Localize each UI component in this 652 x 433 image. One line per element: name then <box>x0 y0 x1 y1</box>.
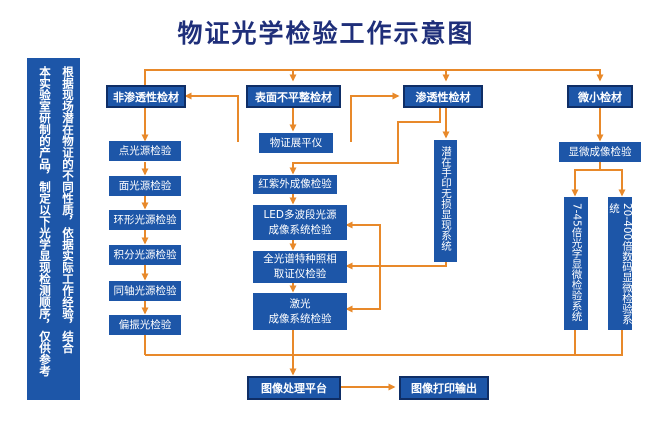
header-micro: 微小检材 <box>567 85 633 108</box>
box-uv-ir: 红紫外成像检验 <box>253 175 337 194</box>
box-laser: 激光 成像系统检验 <box>253 293 347 330</box>
box-led-multiband: LED多波段光源 成像系统检验 <box>253 205 347 240</box>
header-permeable: 渗透性检材 <box>403 85 483 108</box>
box-latent-print-system: 潜在手印无损显现系统 <box>434 140 457 262</box>
box-stereo-micro: 7-45倍光学显微检验系统 <box>564 197 588 330</box>
latent-print-label: 潜在手印无损显现系统 <box>440 146 452 251</box>
box-ring-light: 环形光源检验 <box>109 210 181 230</box>
box-point-light: 点光源检验 <box>109 141 181 161</box>
sidebar-note-line-2: 本实验室研制的产品，制定以下光学显现检测顺序，仅供参考 <box>38 66 52 377</box>
box-full-spectrum: 全光谱特种照相 取证仪检验 <box>253 251 347 283</box>
box-integrating-light: 积分光源检验 <box>109 245 181 265</box>
sidebar-note-line-1: 根据现场潜在物证的不同性质，依据实际工作经验，结合 <box>61 66 75 354</box>
box-digital-micro: 20-400倍数码显微检验系统 <box>608 197 633 330</box>
box-coaxial-light: 同轴光源检验 <box>109 281 181 301</box>
box-area-light: 面光源检验 <box>109 176 181 196</box>
box-image-output: 图像打印输出 <box>399 376 489 400</box>
stereo-micro-label: 7-45倍光学显微检验系统 <box>570 203 583 322</box>
header-non-permeable: 非渗透性检材 <box>106 85 186 108</box>
digital-micro-label: 20-400倍数码显微检验系统 <box>608 203 633 325</box>
box-microscope: 显微成像检验 <box>559 142 641 162</box>
box-image-processing: 图像处理平台 <box>247 376 341 400</box>
sidebar-note: 根据现场潜在物证的不同性质，依据实际工作经验，结合 本实验室研制的产品，制定以下… <box>27 58 80 400</box>
box-leveler: 物证展平仪 <box>259 133 333 153</box>
page-title: 物证光学检验工作示意图 <box>177 19 475 48</box>
box-polarized-light: 偏振光检验 <box>109 315 181 335</box>
header-uneven-surface: 表面不平整检材 <box>246 85 341 108</box>
